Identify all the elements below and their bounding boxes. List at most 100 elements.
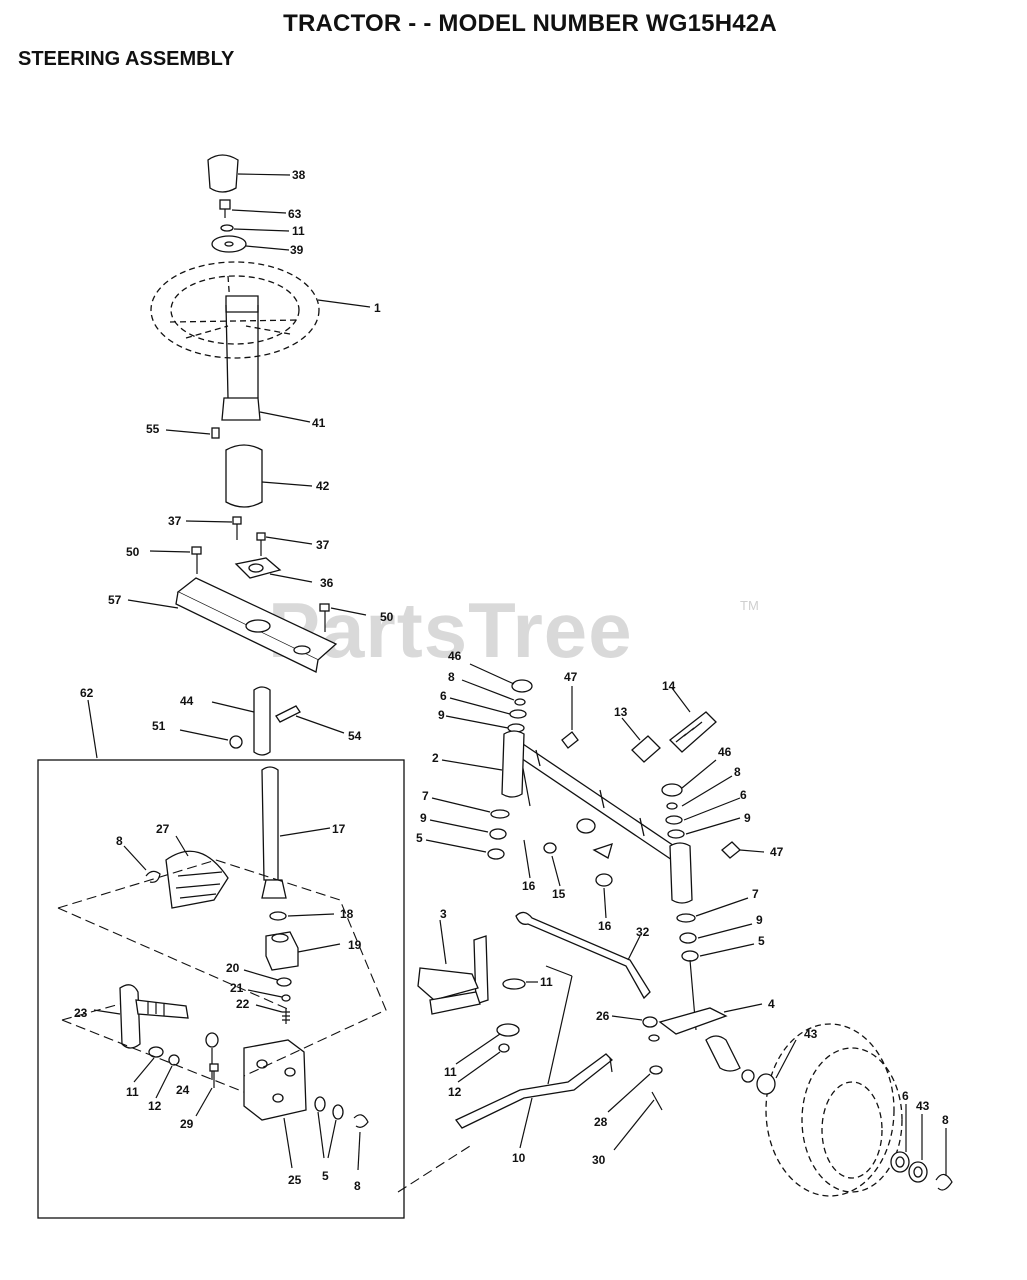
callout-8: 8 — [354, 1179, 361, 1193]
tie-rod-end-14 — [669, 687, 717, 753]
bolt-54 — [275, 705, 345, 734]
callout-39: 39 — [290, 243, 304, 257]
callout-25: 25 — [288, 1173, 302, 1187]
callout-50: 50 — [380, 610, 394, 624]
callout-17: 17 — [332, 822, 346, 836]
callout-42: 42 — [316, 479, 330, 493]
callout-9: 9 — [756, 913, 763, 927]
column-flange — [234, 557, 313, 583]
callout-57: 57 — [108, 593, 122, 607]
left-spindle-parts — [425, 663, 533, 860]
callout-20: 20 — [226, 961, 240, 975]
callout-62: 62 — [80, 686, 94, 700]
steering-arm-4 — [611, 1003, 763, 1042]
callout-14: 14 — [662, 679, 676, 693]
section-subtitle: STEERING ASSEMBLY — [18, 48, 235, 70]
callout-28: 28 — [594, 1115, 608, 1129]
callout-38: 38 — [292, 168, 306, 182]
gear-plate-25 — [243, 1039, 307, 1169]
callout-43: 43 — [916, 1099, 930, 1113]
callout-23: 23 — [74, 1006, 88, 1020]
grease-fitting-47a — [561, 686, 579, 749]
steering-adapter — [221, 295, 311, 423]
callout-47: 47 — [564, 670, 578, 684]
callout-8: 8 — [116, 834, 123, 848]
flange-bolts — [185, 516, 313, 556]
callout-13: 13 — [614, 705, 628, 719]
callout-44: 44 — [180, 694, 194, 708]
drag-link-32 — [515, 911, 651, 1000]
axle-bushings — [523, 818, 613, 919]
callout-63: 63 — [288, 207, 302, 221]
callout-26: 26 — [596, 1009, 610, 1023]
callout-12: 12 — [148, 1099, 162, 1113]
washer-28 — [607, 1065, 663, 1113]
callout-19: 19 — [348, 938, 362, 952]
cotter-pin-30 — [613, 1091, 663, 1151]
callout-5: 5 — [322, 1169, 329, 1183]
wheel-washers — [890, 1104, 953, 1191]
small-parts-20-22 — [243, 969, 292, 1024]
callout-11: 11 — [540, 975, 553, 989]
right-spindle-parts — [661, 759, 755, 1031]
callout-37: 37 — [316, 538, 330, 552]
cap-screw — [219, 199, 287, 218]
steering-shaft — [211, 686, 271, 756]
callout-16: 16 — [598, 919, 612, 933]
callout-1: 1 — [374, 301, 381, 315]
roll-pin — [165, 427, 220, 439]
spacer-13 — [621, 717, 661, 763]
callout-6: 6 — [902, 1089, 909, 1103]
steering-arm-23 — [93, 984, 189, 1049]
callout-37: 37 — [168, 514, 182, 528]
watermark-trademark: TM — [740, 598, 759, 613]
callout-6: 6 — [440, 689, 447, 703]
callout-32: 32 — [636, 925, 650, 939]
callout-18: 18 — [340, 907, 354, 921]
callout-22: 22 — [236, 997, 250, 1011]
callout-30: 30 — [592, 1153, 606, 1167]
callout-8: 8 — [734, 765, 741, 779]
callout-16: 16 — [522, 879, 536, 893]
sector-gear — [165, 835, 229, 909]
callout-15: 15 — [552, 887, 566, 901]
callout-29: 29 — [180, 1117, 194, 1131]
callout-27: 27 — [156, 822, 170, 836]
steering-support-bracket — [127, 577, 338, 673]
callout-55: 55 — [146, 422, 160, 436]
grease-fitting-47b — [721, 841, 765, 859]
callout-5: 5 — [758, 934, 765, 948]
drag-link-10 — [455, 965, 613, 1149]
front-wheel — [705, 1023, 903, 1197]
page-title: TRACTOR - - MODEL NUMBER WG15H42A — [283, 10, 777, 37]
callout-46: 46 — [448, 649, 462, 663]
callout-43: 43 — [804, 1027, 818, 1041]
washers-5a — [314, 1096, 344, 1159]
callout-51: 51 — [152, 719, 166, 733]
box-guides — [57, 859, 471, 1193]
callout-8: 8 — [448, 670, 455, 684]
dash-bolts — [149, 546, 367, 632]
steering-wheel-cap — [207, 154, 291, 193]
callout-11: 11 — [126, 1085, 139, 1099]
drag-link-washers — [455, 978, 538, 1083]
callout-8: 8 — [942, 1113, 949, 1127]
snap-ring-8b — [353, 1114, 369, 1171]
lock-washer — [220, 224, 290, 232]
callout-labels: 38 63 11 39 1 41 55 42 37 37 50 36 57 50… — [74, 168, 949, 1193]
snap-ring-8a — [123, 845, 161, 883]
watermark-logo: PartsTree — [268, 586, 633, 674]
wheel-washer — [211, 235, 290, 253]
callout-7: 7 — [422, 789, 429, 803]
callout-12: 12 — [448, 1085, 462, 1099]
callout-54: 54 — [348, 729, 362, 743]
washer-18 — [269, 911, 335, 921]
callout-50: 50 — [126, 545, 140, 559]
callout-6: 6 — [740, 788, 747, 802]
callout-9: 9 — [438, 708, 445, 722]
pinion-housing-19 — [265, 931, 341, 971]
callout-5: 5 — [416, 831, 423, 845]
callout-9: 9 — [420, 811, 427, 825]
callout-3: 3 — [440, 907, 447, 921]
